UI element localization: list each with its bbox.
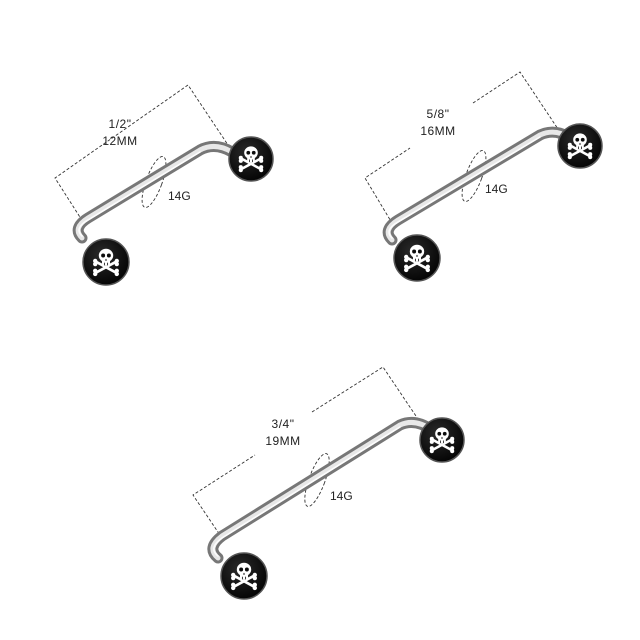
- barbell-rod: [207, 416, 438, 564]
- gauge-label: 14G: [485, 182, 508, 196]
- barbell-half-inch: 1/2" 12MM 14G: [54, 84, 274, 286]
- skull-ball-top: [228, 136, 274, 182]
- barbell-rod: [72, 141, 238, 244]
- length-label: 1/2": [109, 117, 132, 131]
- gauge-label: 14G: [330, 489, 353, 503]
- length-dimension-line: [54, 84, 229, 226]
- barbell-rod: [382, 126, 576, 246]
- metric-length-label: 19MM: [265, 434, 300, 448]
- length-label: 5/8": [427, 107, 450, 121]
- skull-ball-bottom: [82, 238, 130, 286]
- metric-length-label: 12MM: [102, 134, 137, 148]
- gauge-indicator: [141, 156, 167, 208]
- gauge-label: 14G: [168, 189, 191, 203]
- metric-length-label: 16MM: [420, 124, 455, 138]
- length-dimension-line: [192, 454, 256, 539]
- length-label: 3/4": [272, 417, 295, 431]
- gauge-indicator: [461, 150, 487, 202]
- length-dimension-line-upper: [472, 71, 561, 133]
- skull-ball-bottom: [220, 552, 268, 600]
- skull-ball-bottom: [393, 234, 441, 282]
- length-dimension-line-upper: [311, 366, 423, 426]
- barbell-three-quarter-inch: 3/4" 19MM 14G: [192, 366, 465, 600]
- barbell-five-eighths-inch: 5/8" 16MM 14G: [364, 71, 603, 282]
- skull-ball-top: [557, 123, 603, 169]
- skull-ball-top: [419, 417, 465, 463]
